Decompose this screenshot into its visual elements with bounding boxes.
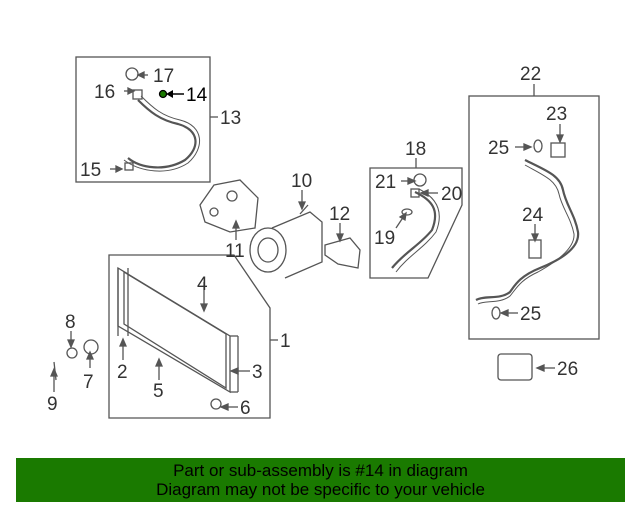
callout-16: 16: [94, 82, 115, 103]
callout-17: 17: [153, 66, 174, 87]
callout-26: 26: [557, 359, 578, 380]
cap-7-drawing: [83, 339, 99, 355]
callout-25-top: 25: [488, 138, 509, 159]
box-13-outline: [75, 56, 211, 183]
callout-3: 3: [252, 362, 263, 383]
callout-11: 11: [225, 241, 245, 262]
callout-25-bottom: 25: [520, 304, 541, 325]
callout-6: 6: [240, 398, 251, 419]
valve-26-drawing: [497, 353, 533, 381]
compressor-10-drawing: [249, 227, 287, 273]
nut-8-drawing: [66, 347, 78, 359]
callout-18: 18: [405, 139, 426, 160]
callout-4: 4: [197, 274, 208, 295]
banner-line-1: Part or sub-assembly is #14 in diagram: [173, 461, 468, 480]
callout-9: 9: [47, 394, 58, 415]
callout-20: 20: [441, 184, 462, 205]
bracket-12-drawing: [324, 237, 361, 269]
callout-2: 2: [117, 362, 128, 383]
callout-12: 12: [329, 204, 350, 225]
parts-diagram: 1 2 3 4 5 6 7 8 9 10 11 12 13 14 15 16 1…: [47, 56, 600, 419]
callout-5: 5: [153, 381, 164, 402]
hose-13-drawing: [127, 99, 197, 169]
callout-23: 23: [546, 104, 567, 125]
callout-21: 21: [375, 172, 396, 193]
callout-10: 10: [291, 171, 312, 192]
banner-line-2: Diagram may not be specific to your vehi…: [156, 480, 485, 499]
info-banner: Part or sub-assembly is #14 in diagram D…: [16, 458, 625, 502]
callout-24: 24: [522, 205, 544, 226]
hose-18-drawing: [391, 191, 437, 269]
condenser-drawing: [117, 266, 231, 394]
callout-7: 7: [83, 372, 94, 393]
box-18-outline: [369, 167, 463, 279]
callout-19: 19: [374, 228, 395, 249]
bracket-11-drawing: [199, 179, 259, 233]
callout-13: 13: [220, 108, 241, 129]
part-14-highlight: [158, 89, 168, 99]
line-22-drawing: [475, 159, 580, 302]
callout-14: 14: [186, 85, 208, 106]
callout-1: 1: [280, 331, 291, 352]
callout-8: 8: [65, 312, 76, 333]
fitting-6-drawing: [210, 398, 222, 410]
callout-15: 15: [80, 160, 101, 181]
box-1-outline: [108, 254, 271, 419]
callout-22: 22: [520, 64, 541, 85]
